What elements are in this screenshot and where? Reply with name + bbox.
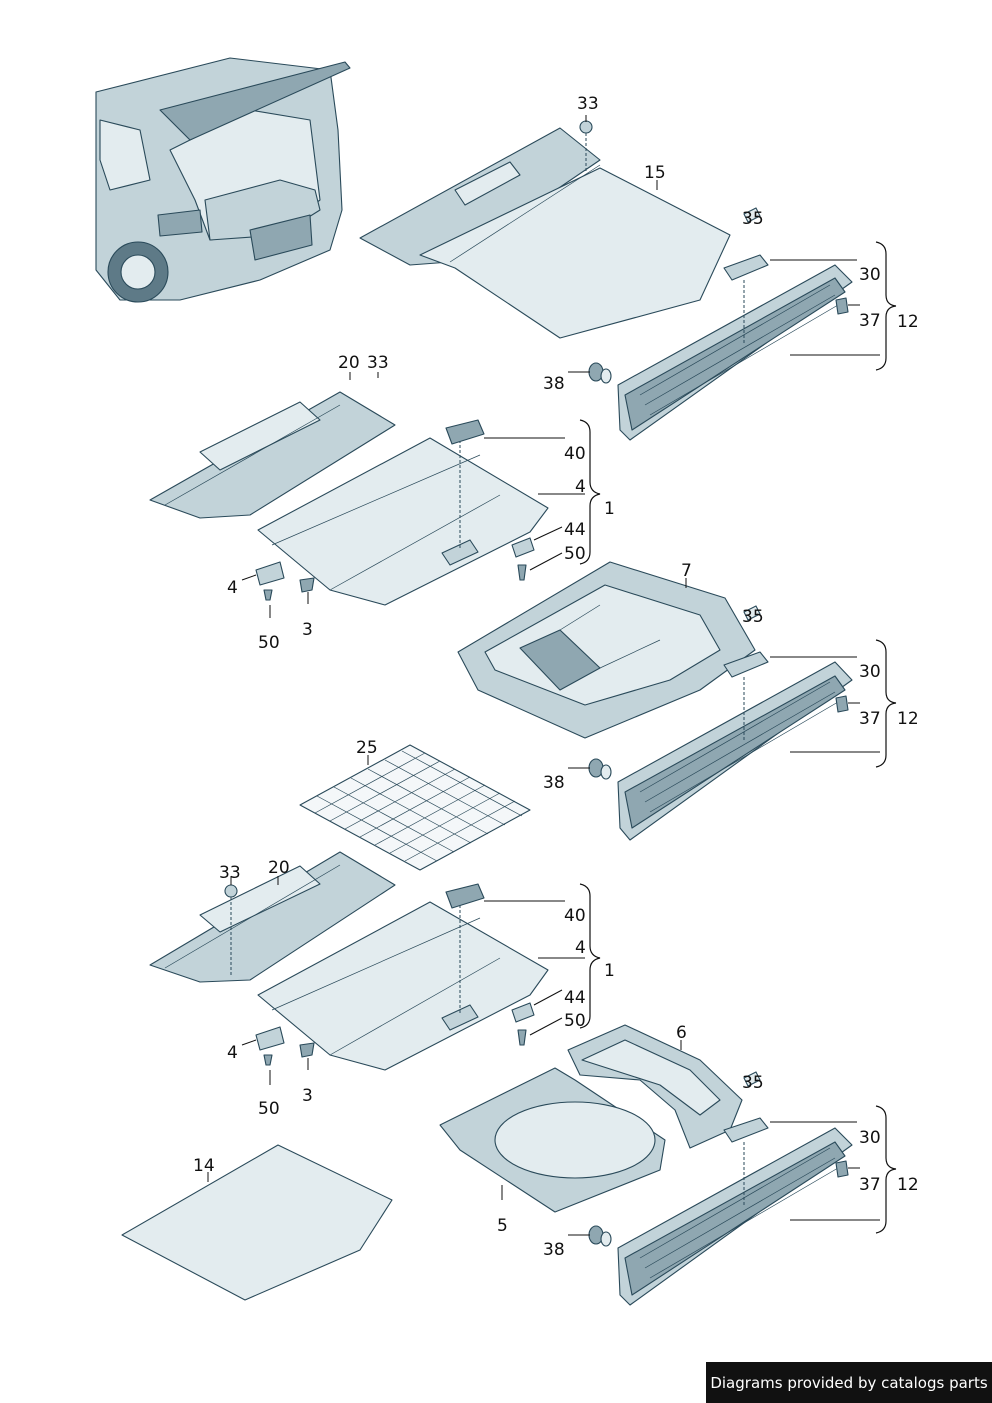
leader-lines — [207, 115, 880, 1236]
callout-6: 6 — [676, 1023, 687, 1043]
callout-30: 30 — [859, 1128, 881, 1148]
clip-38 — [588, 362, 612, 384]
callout-12: 12 — [897, 1175, 919, 1195]
callout-35: 35 — [742, 607, 764, 627]
clip-35 — [723, 207, 769, 345]
callout-14: 14 — [193, 1156, 215, 1176]
handle-40 — [445, 419, 485, 445]
callout-4: 4 — [227, 1043, 238, 1063]
callout-1: 1 — [604, 961, 615, 981]
callout-4: 4 — [227, 578, 238, 598]
callout-38: 38 — [543, 773, 565, 793]
car-illustration — [95, 57, 351, 303]
callout-50: 50 — [258, 633, 280, 653]
callout-50: 50 — [564, 544, 586, 564]
credit-banner: Diagrams provided by catalogs parts — [706, 1362, 992, 1403]
callout-labels: 33 15 35 30 37 12 38 20 33 40 4 1 44 50 … — [193, 94, 919, 1260]
parcel-shelf-15 — [359, 127, 731, 339]
callout-3: 3 — [302, 620, 313, 640]
callout-44: 44 — [564, 988, 586, 1008]
callout-30: 30 — [859, 265, 881, 285]
callout-30: 30 — [859, 662, 881, 682]
callout-50: 50 — [258, 1099, 280, 1119]
callout-15: 15 — [644, 163, 666, 183]
spare-wheel-insert-5 — [439, 1067, 666, 1213]
callout-12: 12 — [897, 312, 919, 332]
callout-50: 50 — [564, 1011, 586, 1031]
callout-35: 35 — [742, 209, 764, 229]
spare-wheel-insert-6 — [567, 1024, 743, 1149]
trim-panel-12-b — [588, 605, 853, 841]
cargo-net-25 — [299, 744, 531, 871]
callout-37: 37 — [859, 709, 881, 729]
callout-4: 4 — [575, 477, 586, 497]
callout-5: 5 — [497, 1216, 508, 1236]
callout-35: 35 — [742, 1073, 764, 1093]
callout-4: 4 — [575, 938, 586, 958]
cover-panel-4-b — [255, 883, 549, 1071]
callout-40: 40 — [564, 444, 586, 464]
callout-7: 7 — [681, 561, 692, 581]
callout-12: 12 — [897, 709, 919, 729]
callout-25: 25 — [356, 738, 378, 758]
callout-38: 38 — [543, 374, 565, 394]
callout-33: 33 — [367, 353, 389, 373]
clip-37 — [835, 297, 849, 315]
callout-37: 37 — [859, 311, 881, 331]
callout-38: 38 — [543, 1240, 565, 1260]
braces — [579, 241, 897, 1234]
floor-mat-14 — [121, 1144, 393, 1301]
callout-37: 37 — [859, 1175, 881, 1195]
cover-panel-4 — [257, 437, 549, 606]
callout-44: 44 — [564, 520, 586, 540]
trim-panel-12-c — [588, 1071, 853, 1306]
callout-33: 33 — [577, 94, 599, 114]
luggage-cover-20-b — [149, 851, 396, 983]
trim-panel-12 — [617, 264, 853, 441]
storage-tray-7 — [457, 561, 756, 739]
screw-50 — [517, 564, 527, 581]
callout-20: 20 — [338, 353, 360, 373]
callout-40: 40 — [564, 906, 586, 926]
callout-3: 3 — [302, 1086, 313, 1106]
bracket-44 — [511, 537, 535, 558]
hinge-4 — [255, 561, 315, 601]
callout-33: 33 — [219, 863, 241, 883]
luggage-cover-20 — [149, 391, 396, 519]
callout-1: 1 — [604, 499, 615, 519]
callout-20: 20 — [268, 858, 290, 878]
